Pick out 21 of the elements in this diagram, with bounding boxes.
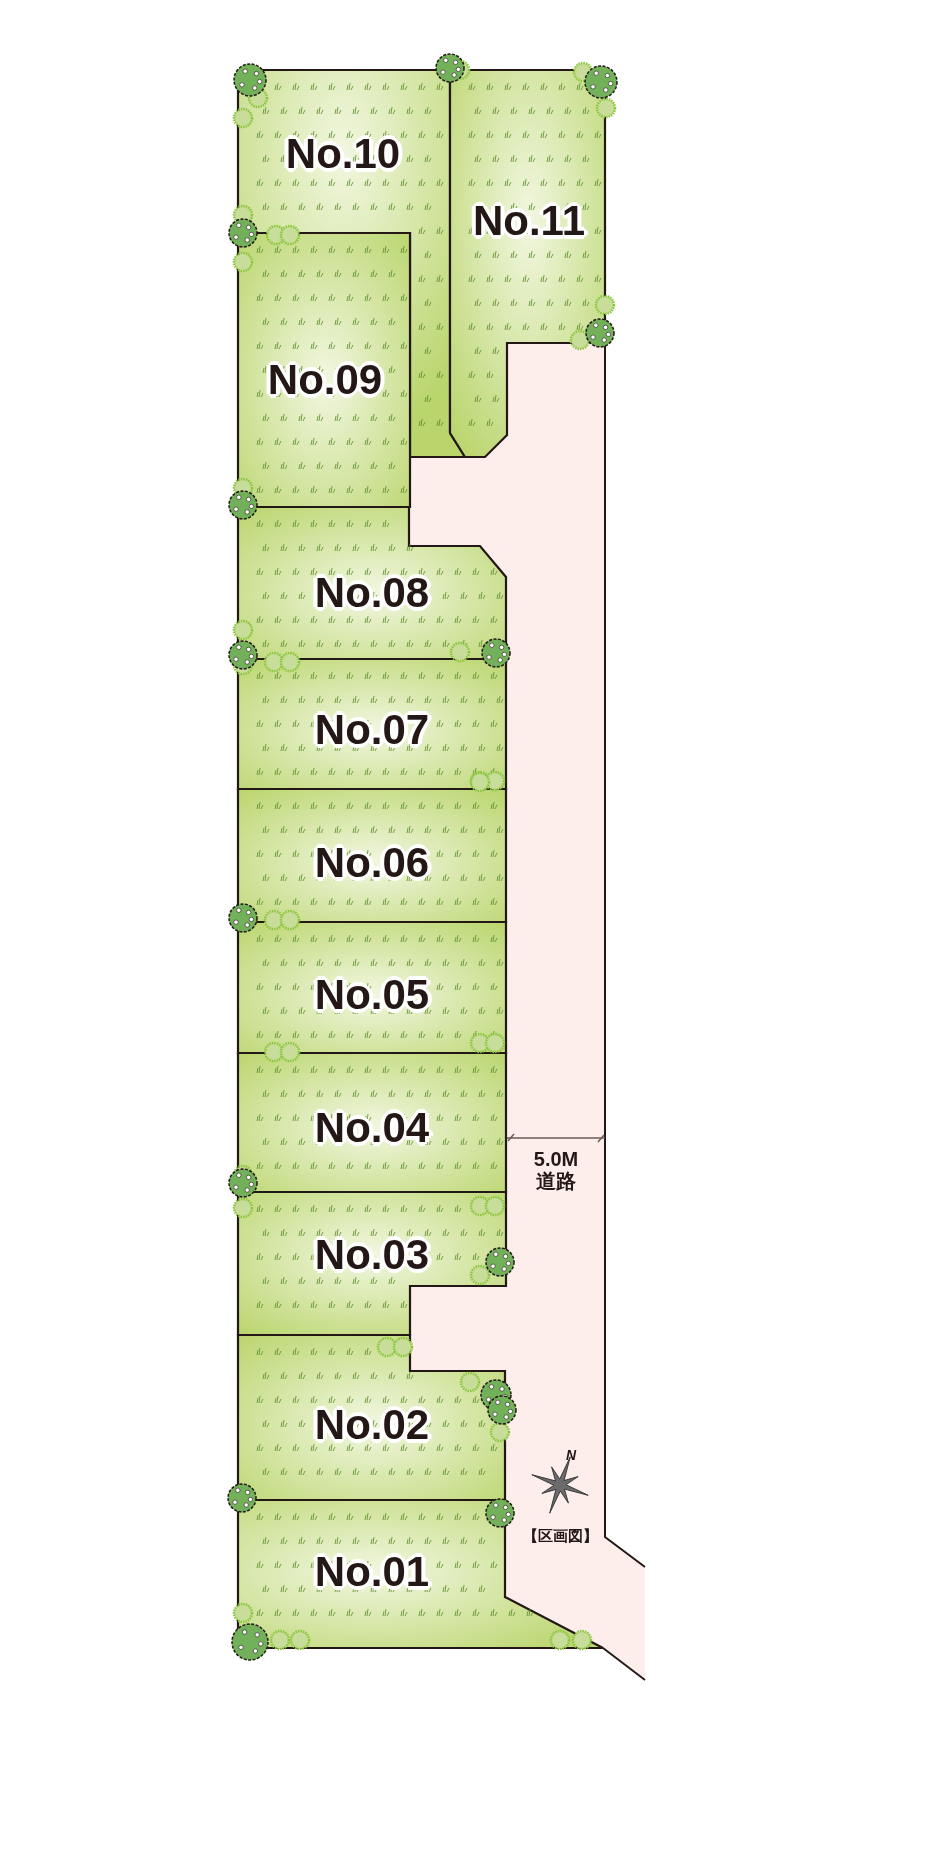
lot-number: No.08: [314, 572, 430, 614]
lot-number: No.10: [285, 133, 401, 175]
lot-number: No.04: [314, 1107, 430, 1149]
road-width-label: 5.0M 道路: [532, 1148, 580, 1192]
lot-parcel: [238, 659, 506, 789]
lot-number: No.11: [472, 200, 586, 242]
lot-parcel: [238, 1053, 506, 1192]
lot-parcel: [238, 1500, 603, 1648]
lot-number: No.07: [314, 709, 430, 751]
lot-parcel: [238, 789, 506, 922]
lot-number: No.03: [314, 1234, 430, 1276]
lot-number: No.06: [314, 842, 430, 884]
lot-number: No.02: [314, 1404, 430, 1446]
lot-number: No.09: [267, 359, 383, 401]
lot-number: No.01: [314, 1551, 430, 1593]
lot-number: No.05: [314, 974, 430, 1016]
map-title: 【区画図】: [522, 1527, 598, 1546]
lot-parcel: [238, 922, 506, 1053]
lot-parcel: [450, 70, 605, 457]
lot-parcel: [238, 233, 410, 507]
north-label: N: [565, 1447, 577, 1463]
